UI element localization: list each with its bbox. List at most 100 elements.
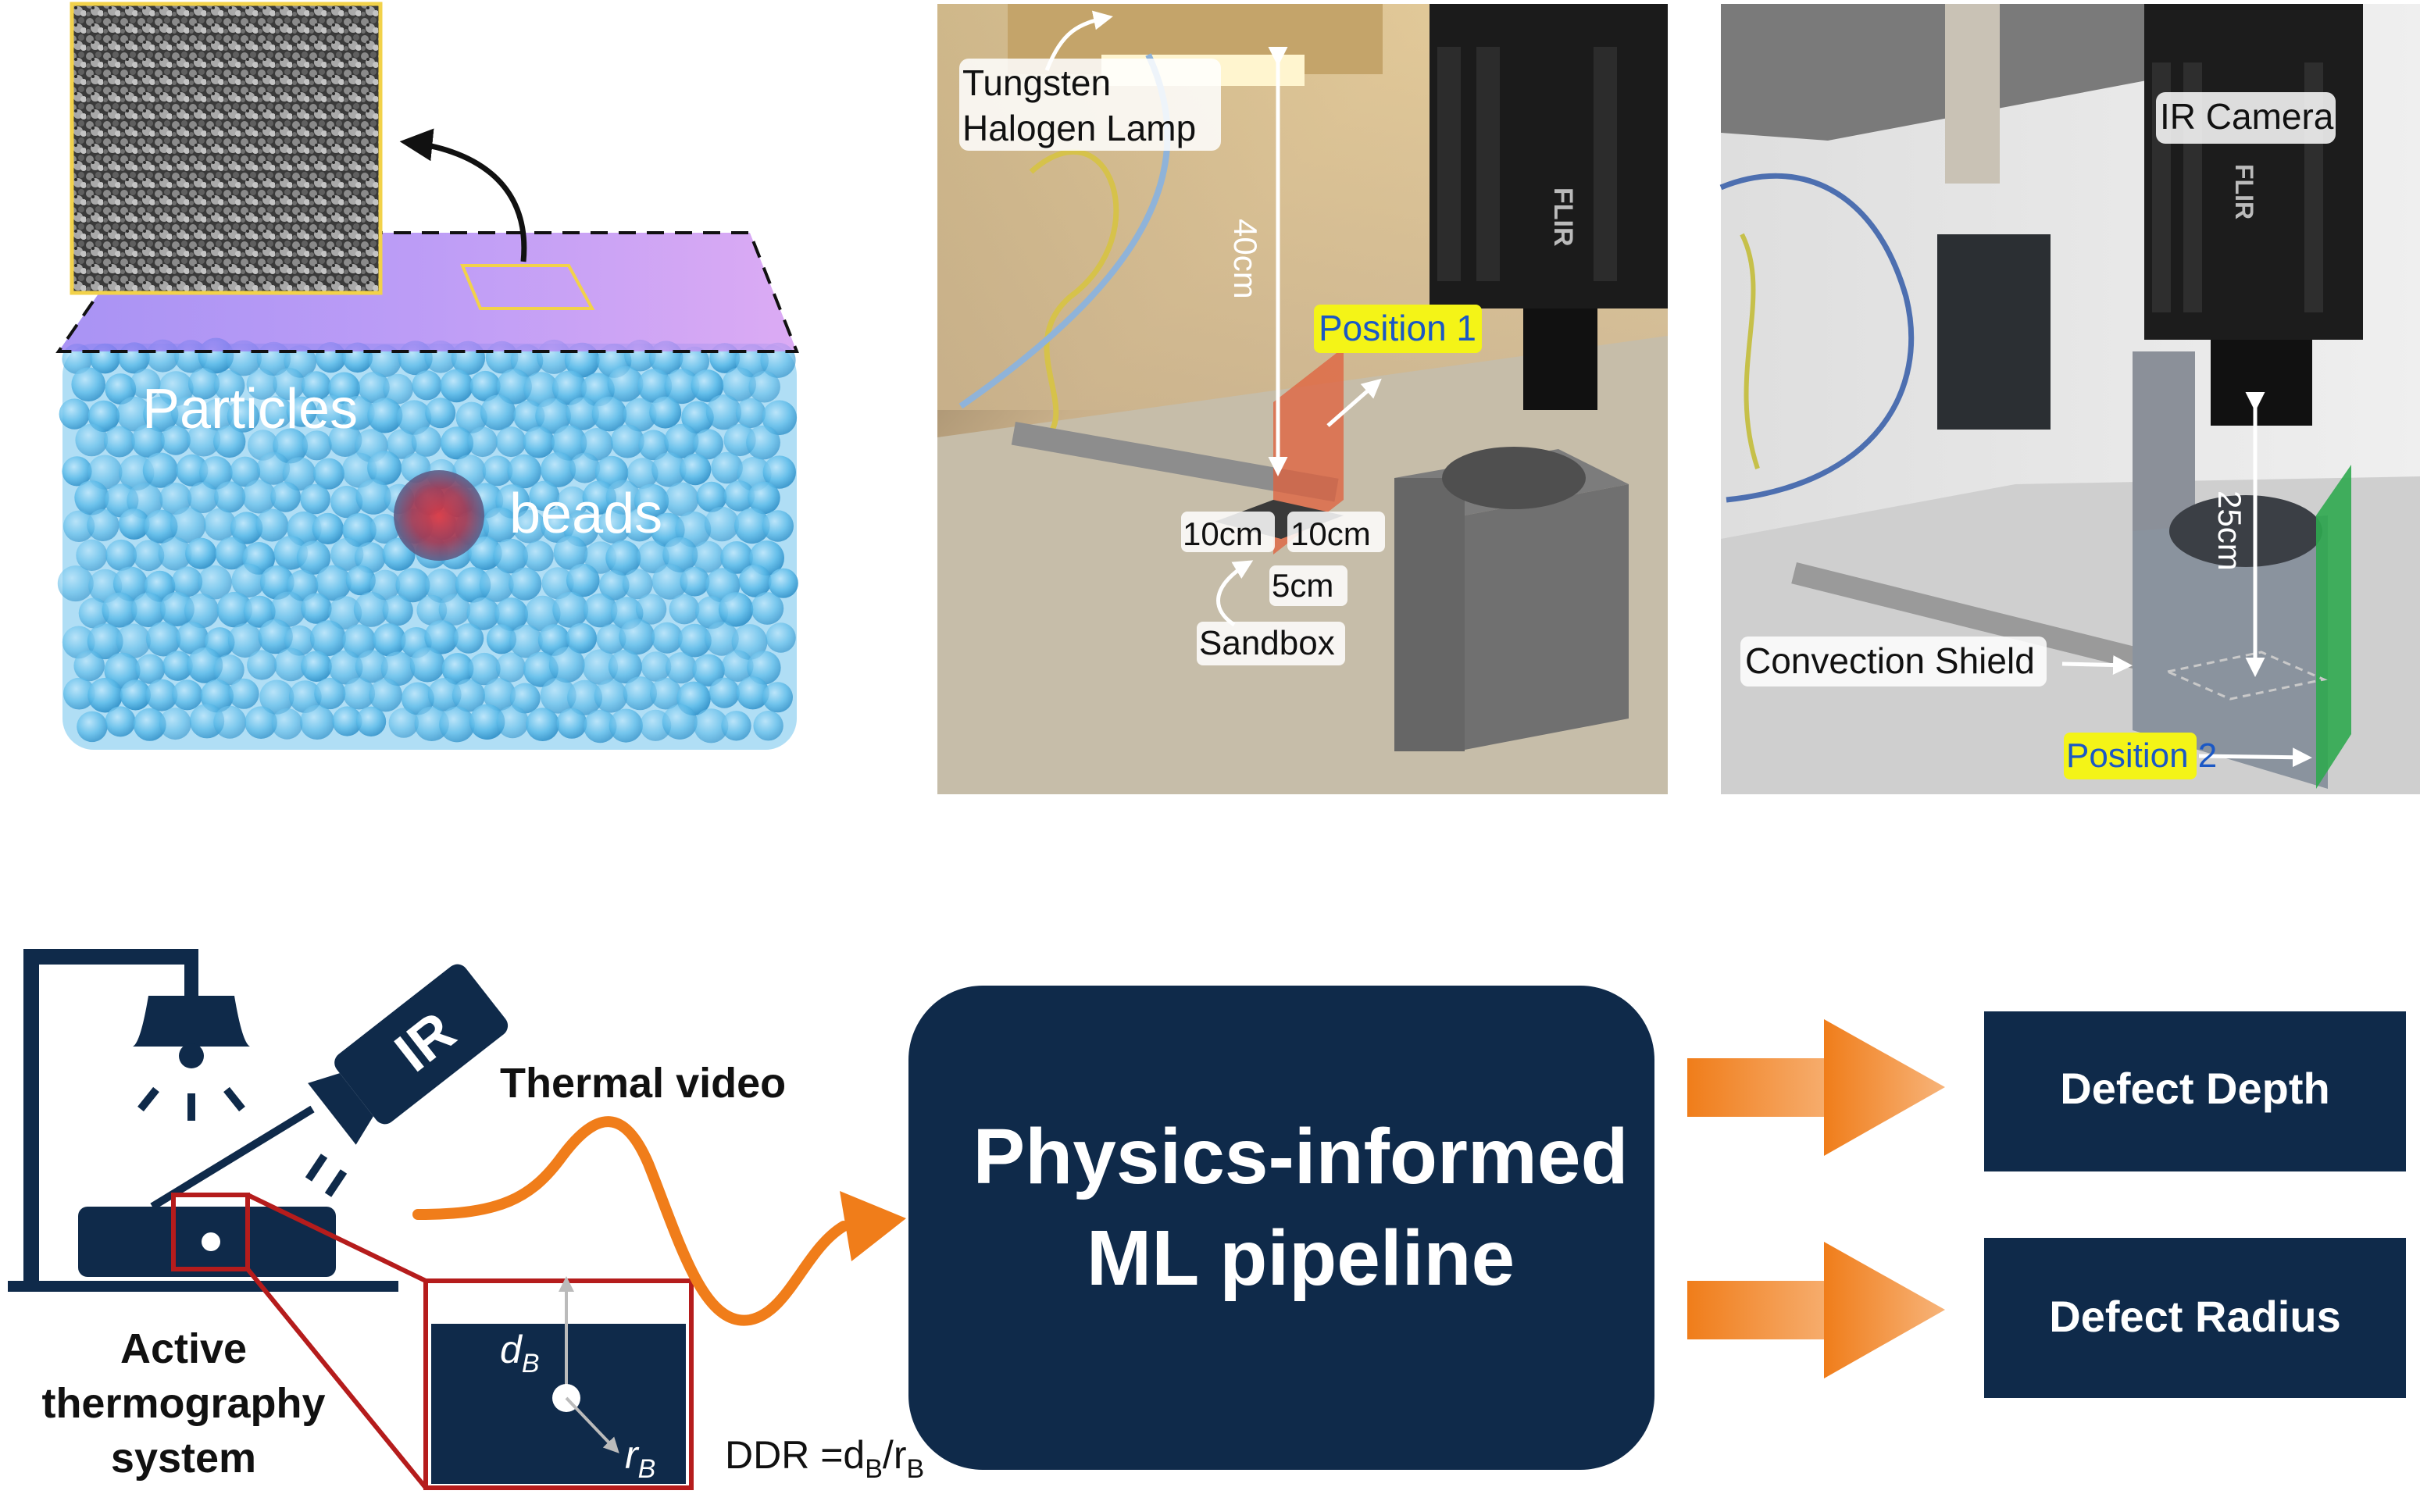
particle [87,623,123,660]
particle [439,706,475,743]
particle [412,370,442,401]
particle [271,708,303,740]
photo2-shield-back [2133,351,2195,531]
particle [746,425,780,460]
particle [213,705,247,739]
particle [201,398,234,431]
particle [469,704,505,740]
particle [312,458,344,490]
ir-camera-icon: IR [308,964,509,1145]
particle [569,452,601,483]
particle [259,679,294,715]
system-label-line2: thermography [41,1380,325,1427]
particle [541,451,576,487]
particle [623,676,658,711]
particle [244,706,277,739]
particle [172,679,203,711]
particle [556,708,587,739]
thermal-video-label: Thermal video [500,1060,786,1107]
particle [495,426,526,458]
particle [296,540,331,575]
particle [230,512,263,544]
particle [483,507,518,543]
particle [133,708,166,741]
photo1-gray-holder [1394,447,1629,751]
particle [116,623,151,658]
photo1-sandbox-arrow [1216,560,1254,627]
particle [416,594,448,626]
particle [77,711,108,743]
particle [666,652,697,684]
particle [523,540,554,572]
particle [441,653,474,685]
photo2-camera-label-box [2156,92,2336,144]
ml-pipeline-block [908,986,1654,1470]
particle [172,566,203,597]
photo2-shield-label: Convection Shield [1745,640,2035,681]
particle [71,367,105,401]
particle [662,537,698,572]
particle [722,650,754,683]
particle [130,369,161,399]
particle [735,398,766,429]
particle [524,595,561,632]
particle [345,565,376,596]
particle [664,423,699,458]
particle [383,373,413,405]
particle [427,678,462,711]
particle [691,369,724,402]
particle [373,623,406,657]
photo1-lamp-label-box [959,59,1221,151]
photo2-sandbox-outline [2164,651,2328,701]
particles-label: Particles [142,378,358,440]
photo2-convection-shield [2133,515,2328,789]
photo2-cable-blue [1719,173,1915,503]
particle [678,623,712,658]
particle [330,537,364,571]
particle [73,650,105,682]
particle [105,706,136,737]
sample-zoom-box [171,1193,250,1271]
particle [130,592,166,628]
particle [551,425,587,461]
particle [635,594,667,625]
particle [227,400,260,433]
particle [187,647,223,683]
particle [103,426,135,458]
particle [438,594,471,626]
particle [256,451,291,485]
particle [512,510,546,544]
particle [355,706,387,736]
particle [582,480,616,515]
particle [637,369,673,404]
particle [566,563,600,597]
particle [146,622,181,657]
zoom-arrow [399,128,527,262]
output-radius-box [1984,1238,2406,1398]
bead-marker [394,470,484,561]
particle [369,678,402,712]
particle [535,398,571,434]
particle [482,455,513,487]
particle [762,682,793,713]
particle [158,537,192,571]
particle [596,624,626,654]
particle [748,370,780,403]
particle [607,366,644,402]
particle [680,566,710,597]
particle [768,568,798,598]
particle [63,677,95,710]
particle [440,426,474,460]
photo1-position-label-box [1314,305,1482,353]
particle [665,482,699,516]
particle [76,539,108,572]
particle [369,513,400,544]
particle [496,705,529,739]
particle [723,480,755,512]
particle [619,619,655,655]
particle [696,481,727,512]
photo1-sandbox-label-box [1197,622,1345,665]
particle [455,401,487,433]
photo1-dim-depth-box [1269,565,1347,606]
particle [343,677,376,710]
